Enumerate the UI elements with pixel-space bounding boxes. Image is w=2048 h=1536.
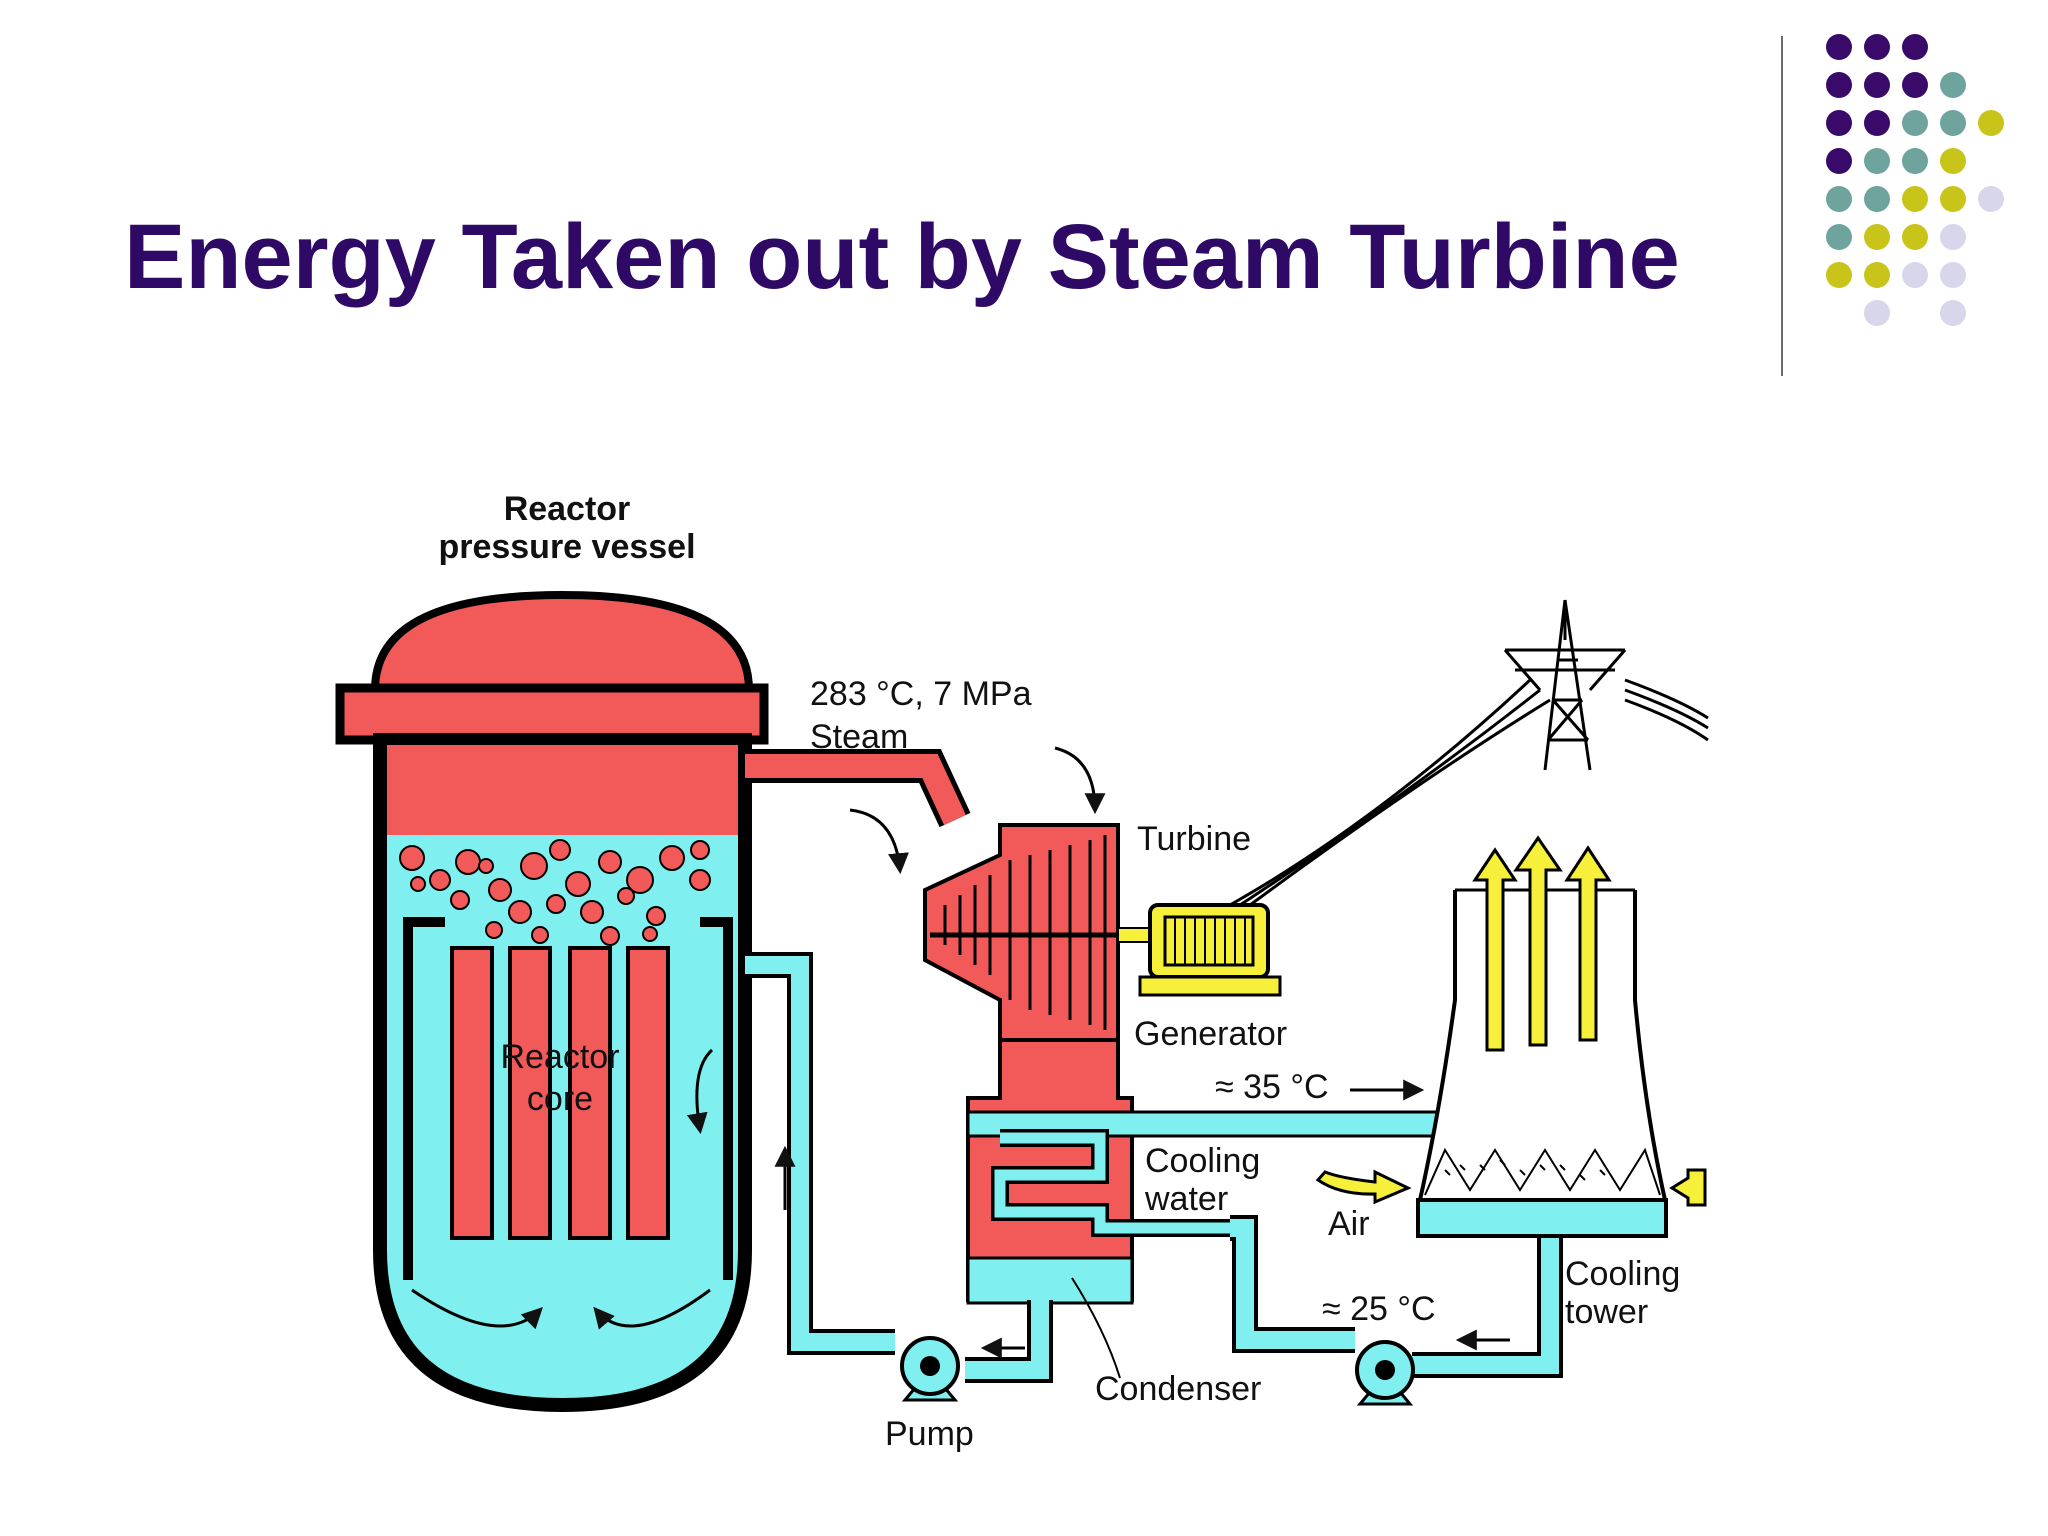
label-pump: Pump	[885, 1415, 974, 1453]
label-vessel-line2: pressure vessel	[438, 528, 695, 566]
label-cooling-tower-line1: Cooling	[1565, 1255, 1680, 1293]
power-line-pylon	[1229, 599, 1709, 907]
label-cool-water-temp: ≈ 25 °C	[1322, 1290, 1436, 1328]
cooling-water-loop	[966, 1079, 1624, 1378]
reactor-pressure-vessel	[335, 590, 769, 1413]
generator	[1117, 903, 1282, 997]
label-hot-water-temp: ≈ 35 °C	[1215, 1068, 1329, 1106]
slide-title: Energy Taken out by Steam Turbine	[124, 206, 1680, 308]
title-divider	[1781, 36, 1783, 376]
label-condenser: Condenser	[1095, 1370, 1261, 1408]
rising-vapor-arrows	[1472, 835, 1612, 1052]
label-steam: Steam	[810, 718, 908, 756]
fuel-rods	[450, 946, 670, 1240]
label-turbine: Turbine	[1137, 820, 1251, 858]
label-generator: Generator	[1134, 1015, 1287, 1053]
label-cooling-tower-line2: tower	[1565, 1293, 1648, 1331]
label-vessel-line1: Reactor	[504, 490, 631, 528]
label-steam-conditions: 283 °C, 7 MPa	[810, 675, 1032, 713]
cooling-pump	[1355, 1340, 1415, 1406]
air-arrow-left	[1315, 1169, 1412, 1205]
air-arrow-right	[1669, 1168, 1707, 1207]
cooling-tower	[1315, 835, 1707, 1238]
steam-bubbles	[399, 839, 711, 946]
label-core-line2: core	[527, 1080, 593, 1118]
feedwater-loop	[745, 952, 1053, 1383]
feedwater-pump	[900, 1336, 960, 1402]
label-cooling-water-line1: Cooling	[1145, 1142, 1260, 1180]
label-core-line1: Reactor	[500, 1038, 619, 1076]
label-air: Air	[1328, 1205, 1370, 1243]
label-cooling-water-line2: water	[1144, 1180, 1228, 1218]
